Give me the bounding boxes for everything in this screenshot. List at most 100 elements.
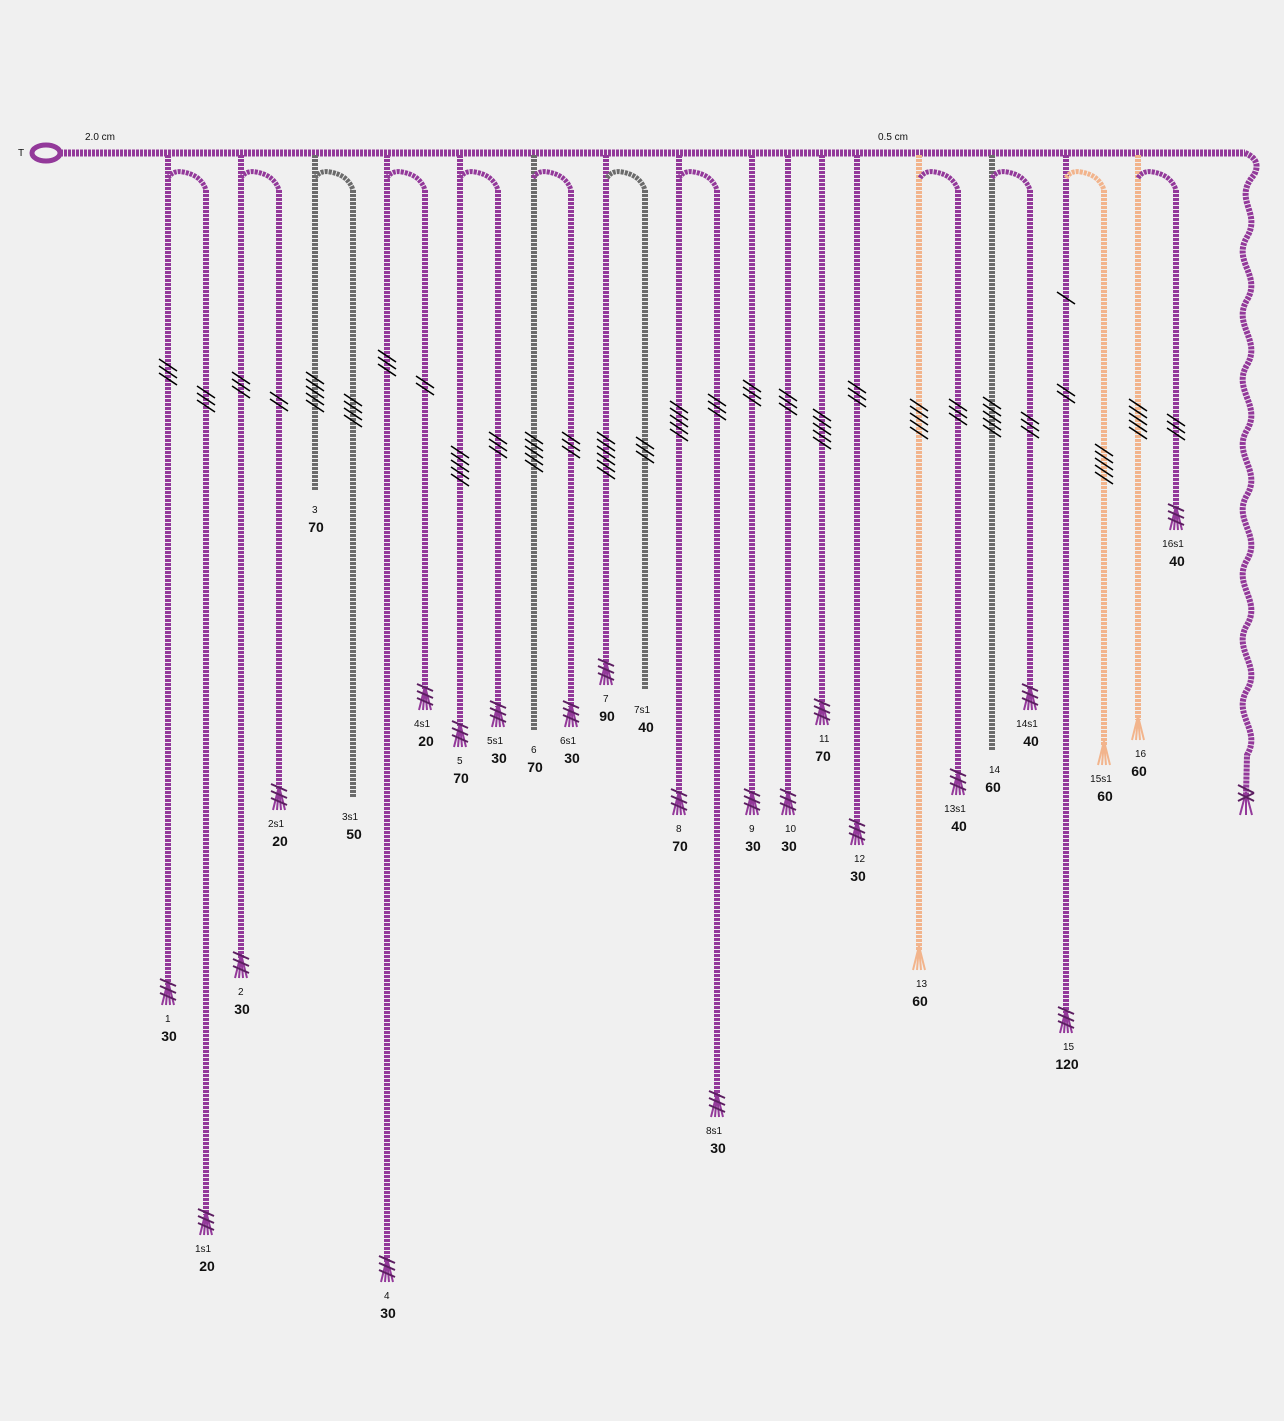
tassel-strand <box>386 1257 394 1283</box>
tassel-wrap <box>949 768 967 777</box>
knot-mark <box>1094 443 1114 457</box>
knot-mark <box>669 414 689 428</box>
tassel-strand <box>716 1092 724 1118</box>
knot-mark <box>231 378 251 392</box>
knot-mark <box>269 398 289 412</box>
tassel-wrap <box>232 958 250 967</box>
knot-mark <box>909 426 929 440</box>
tassel-wrap <box>270 790 288 799</box>
knot-mark <box>1166 413 1186 427</box>
cord-4: 430 <box>377 155 397 1321</box>
tassel-strand <box>787 790 795 816</box>
tassel-wrap <box>848 825 866 834</box>
knot-mark <box>948 398 968 412</box>
knot-mark <box>707 407 727 421</box>
knot-mark <box>596 445 616 459</box>
knot-mark <box>596 431 616 445</box>
knot-mark <box>1020 411 1040 425</box>
tassel-strand <box>278 785 286 811</box>
knot-mark <box>450 459 470 473</box>
knot-mark <box>158 372 178 386</box>
primary-cord-tail <box>1239 150 1260 796</box>
cord-id-label: 3 <box>312 505 318 516</box>
knot-mark <box>524 445 544 459</box>
tassel-strand <box>205 1210 213 1236</box>
knot-mark <box>1056 383 1076 397</box>
knot-mark <box>1094 471 1114 485</box>
tassel-wrap <box>159 985 177 994</box>
tassel-strand <box>1175 505 1183 531</box>
subsidiary-attachment <box>604 169 648 191</box>
subsidiary-attachment <box>676 169 720 191</box>
tassel-strand <box>1137 715 1145 741</box>
tassel-wrap <box>378 1255 396 1264</box>
knot-mark <box>669 421 689 435</box>
knot-mark <box>812 429 832 443</box>
tassel-wrap <box>416 683 434 692</box>
tassel-wrap <box>708 1097 726 1106</box>
knot-mark <box>982 417 1002 431</box>
tassel-wrap <box>949 775 967 784</box>
cord-id-label: 8 <box>676 824 682 835</box>
cord-value-label: 30 <box>710 1140 726 1156</box>
tassel-wrap <box>197 1208 215 1217</box>
tassel-wrap <box>159 992 177 1001</box>
knot-mark <box>450 452 470 466</box>
knot-mark <box>778 402 798 416</box>
knot-mark <box>377 363 397 377</box>
tassel-wrap <box>378 1269 396 1278</box>
tassel-wrap <box>197 1215 215 1224</box>
knot-mark <box>415 382 435 396</box>
tassel-strand <box>1029 685 1037 711</box>
knot-mark <box>1094 450 1114 464</box>
tassel-strand <box>1065 1008 1073 1034</box>
knot-mark <box>377 349 397 363</box>
spacing-label-1: 2.0 cm <box>85 132 115 143</box>
tassel-wrap <box>708 1090 726 1099</box>
tassel-wrap <box>1021 697 1039 706</box>
cord-id-label: 3s1 <box>342 812 359 823</box>
tassel-strand <box>424 685 432 711</box>
cord-3s1: 3s1 50 <box>312 169 363 842</box>
knot-mark <box>742 386 762 400</box>
subsidiary-attachment <box>238 169 282 191</box>
knot-mark <box>778 388 798 402</box>
cord-id-label: 2 <box>238 987 244 998</box>
subsidiary-attachment <box>457 169 501 191</box>
tassel-wrap <box>197 1222 215 1231</box>
knot-mark <box>909 419 929 433</box>
cord-value-label: 40 <box>1023 733 1039 749</box>
knot-mark <box>450 473 470 487</box>
tassel-wrap <box>813 712 831 721</box>
knot-mark <box>305 385 325 399</box>
knot-mark <box>707 400 727 414</box>
cord-id-label: 1s1 <box>195 1244 212 1255</box>
knot-mark <box>305 399 325 413</box>
tassel-strand <box>957 770 965 796</box>
cord-value-label: 90 <box>599 708 615 724</box>
tassel-wrap <box>489 707 507 716</box>
tassel-strand <box>1103 740 1111 766</box>
top-loop <box>29 142 63 164</box>
cord-id-label: 16s1 <box>1162 539 1184 550</box>
cord-value-label: 50 <box>346 826 362 842</box>
knot-mark <box>231 371 251 385</box>
knot-mark <box>982 410 1002 424</box>
cord-id-label: 13 <box>916 979 928 990</box>
knot-mark <box>305 371 325 385</box>
knot-mark <box>1128 426 1148 440</box>
cord-id-label: 14 <box>989 765 1001 776</box>
tassel-strand <box>459 722 467 748</box>
knot-mark <box>596 459 616 473</box>
cord-id-label: 15s1 <box>1090 774 1112 785</box>
tassel-wrap <box>743 795 761 804</box>
